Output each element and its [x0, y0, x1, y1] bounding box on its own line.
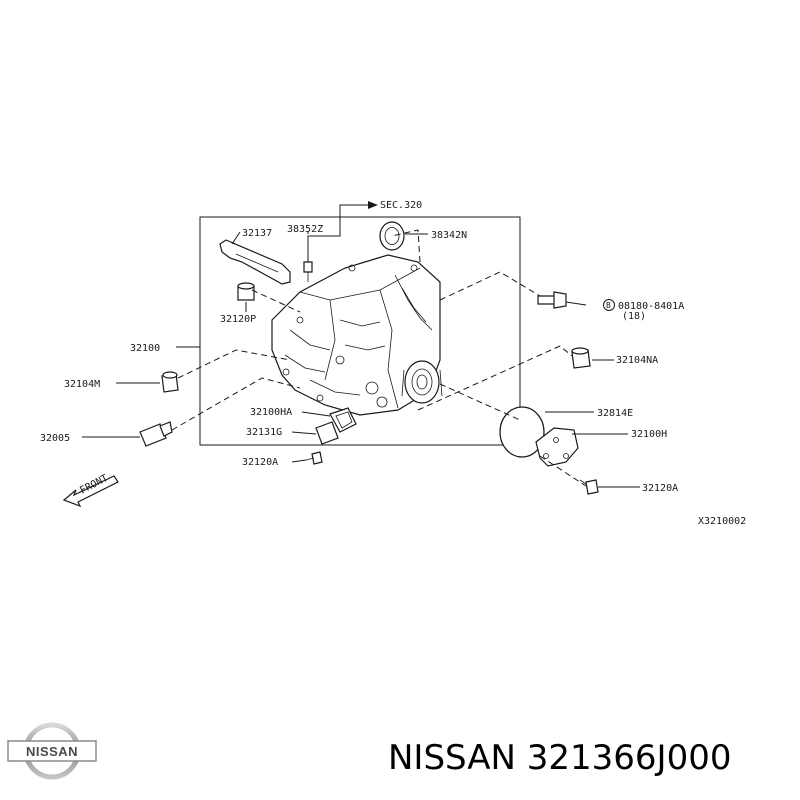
label-38352z: 38352Z [287, 224, 323, 235]
svg-text:NISSAN: NISSAN [26, 744, 78, 759]
bolt-marker-letter: B [606, 301, 611, 310]
front-direction-arrow [62, 475, 119, 508]
leader-lines [82, 231, 640, 488]
label-08180-8401a: 08180-8401A [618, 301, 684, 312]
label-32120p: 32120P [220, 314, 256, 325]
label-32100h: 32100H [631, 429, 667, 440]
label-32814e: 32814E [597, 408, 633, 419]
label-32104na: 32104NA [616, 355, 658, 366]
label-32005: 32005 [40, 433, 70, 444]
plug-32104m [161, 371, 179, 393]
nissan-logo: NISSAN [7, 722, 97, 780]
gasket-32131g [315, 421, 339, 445]
switch-32005 [139, 421, 173, 447]
breather-assembly [303, 201, 378, 282]
bolt-32120a-right [579, 479, 599, 495]
bolt-08180 [537, 291, 567, 309]
plug-32104na [571, 347, 591, 369]
assembly-frame [199, 216, 521, 446]
dashed-alignment-lines [171, 229, 587, 487]
cover-32100h [535, 427, 579, 467]
gasket-32814e [499, 406, 545, 458]
label-sec320: SEC.320 [380, 200, 422, 211]
part-number-title: NISSAN 321366J000 [388, 738, 732, 778]
label-32120a-left: 32120A [242, 457, 278, 468]
bolt-marker-b: B [603, 299, 615, 311]
label-32137: 32137 [242, 228, 272, 239]
label-32131g: 32131G [246, 427, 282, 438]
diagram-reference-code: X3210002 [698, 516, 746, 527]
plug-32120p [237, 282, 255, 301]
oil-seal-38342n [379, 221, 405, 251]
label-32120a-right: 32120A [642, 483, 678, 494]
label-32100ha: 32100HA [250, 407, 292, 418]
label-32104m: 32104M [64, 379, 100, 390]
bolt-32120a-left [305, 451, 323, 465]
gasket-32100ha [329, 407, 357, 433]
label-38342n: 38342N [431, 230, 467, 241]
label-08180-qty: (18) [622, 311, 646, 322]
label-32100: 32100 [130, 343, 160, 354]
transfer-case-housing [271, 254, 443, 416]
